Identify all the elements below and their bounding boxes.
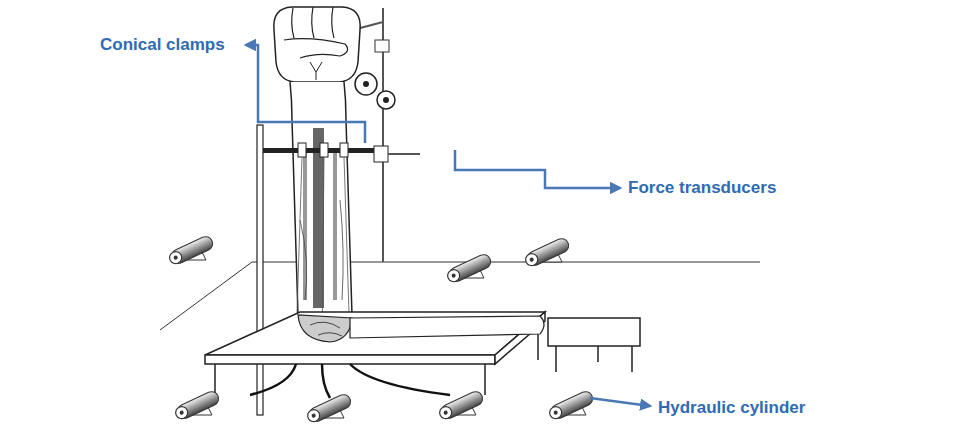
dial	[377, 91, 395, 109]
hydraulic-cylinder	[523, 236, 571, 268]
thumb	[284, 39, 348, 58]
leader-arrow	[590, 398, 650, 406]
palm-crease	[310, 62, 322, 80]
leader-arrow	[455, 150, 620, 188]
finger-lines	[292, 7, 334, 38]
muscle-lines	[300, 200, 343, 300]
table-top	[205, 312, 545, 355]
hydraulic-cylinder	[305, 392, 353, 424]
rod-block	[375, 40, 389, 52]
hydraulic-cylinder	[173, 389, 221, 421]
table-edge	[205, 355, 495, 364]
elbow-joint	[298, 315, 352, 342]
conical-clamp	[298, 143, 306, 157]
cylinder-cables	[250, 364, 450, 398]
dial-centre	[363, 81, 369, 87]
part-label: Conical clamps	[100, 35, 225, 55]
force-transducer	[374, 146, 388, 162]
frame-post	[257, 125, 263, 415]
hydraulic-cylinder	[547, 389, 595, 421]
forearm	[290, 82, 352, 315]
tendon	[333, 150, 337, 300]
dial-centre	[383, 97, 389, 103]
side-box	[548, 318, 640, 346]
transducer-rod	[388, 153, 420, 155]
conical-clamp	[340, 143, 348, 157]
hydraulic-cylinder	[437, 389, 485, 421]
part-label: Force transducers	[628, 178, 776, 198]
fist	[274, 7, 360, 82]
part-label: Hydraulic cylinder	[658, 398, 805, 418]
side-box-legs	[556, 346, 632, 372]
upper-arm	[350, 316, 544, 338]
elbow-detail	[310, 322, 342, 336]
leader-arrow	[246, 45, 365, 143]
hydraulic-cylinder	[167, 234, 215, 266]
dial	[355, 73, 377, 95]
conical-clamp	[320, 143, 328, 157]
hydraulic-cylinder	[445, 252, 493, 284]
